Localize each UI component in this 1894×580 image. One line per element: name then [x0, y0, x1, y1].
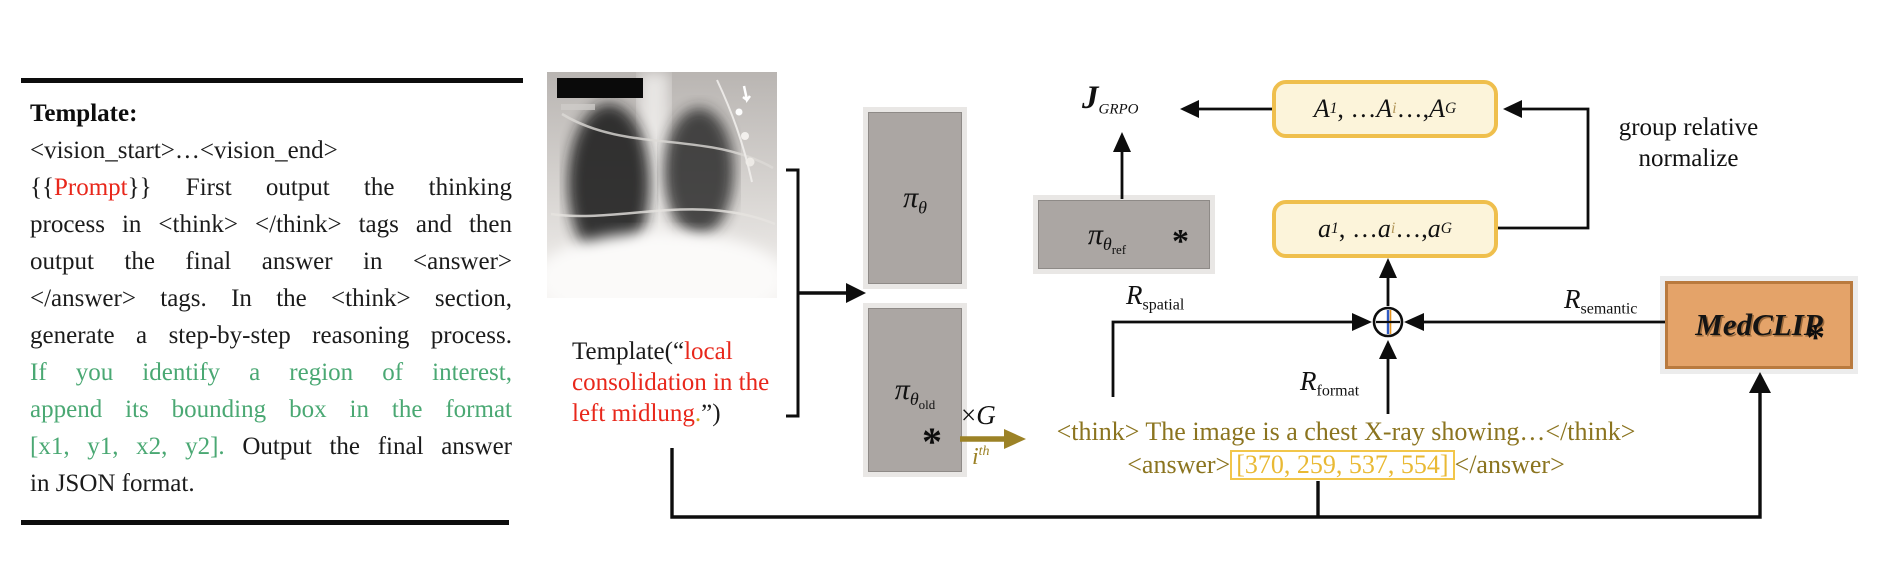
text-segment: </answer> [1454, 450, 1565, 479]
frozen-asterisk-medclip: * [1806, 317, 1825, 359]
pi-theta-label: πθ [903, 181, 927, 218]
arrow-format [1379, 340, 1397, 359]
policy-box-pi-theta-ref: πθref [1038, 200, 1210, 269]
text-segment: [x1, y1, x2, y2]. [30, 433, 225, 460]
output-answer-line: <answer>[370, 259, 537, 554]</answer> [1040, 450, 1652, 480]
text-segment: <answer> [1127, 450, 1231, 479]
output-think-line: <think> The image is a chest X-ray showi… [1056, 417, 1636, 446]
policy-box-pi-theta-old: πθold [868, 308, 962, 472]
input-caption: Template(“local consolidation in the lef… [572, 336, 774, 429]
text-segment: ”) [701, 400, 721, 427]
arrow-to-objective [1180, 100, 1199, 118]
pi-theta-old-label: πθold [894, 373, 936, 413]
plus-circle [1372, 306, 1404, 338]
text-segment: [370, 259, 537, 554] [1230, 450, 1455, 480]
text-segment: If you identify a region of interest, [30, 359, 512, 386]
template-line: output the final answer in <answer> [30, 243, 512, 280]
arrow-to-medclip [1749, 372, 1771, 393]
medclip-box: MedCLIP [1665, 281, 1853, 369]
text-segment: <vision_start>…<vision_end> [30, 137, 338, 164]
ith-sample-label: ith [972, 444, 990, 470]
template-line: [x1, y1, x2, y2]. Output the final answe… [30, 428, 512, 465]
text-segment: {{ [30, 174, 54, 201]
template-line: <vision_start>…<vision_end> [30, 132, 512, 169]
text-segment: Template: [30, 100, 138, 127]
text-segment: append its bounding box in the format [30, 396, 512, 423]
arrow-to-policies [846, 283, 866, 303]
input-brace [786, 168, 800, 418]
template-line: append its bounding box in the format [30, 391, 512, 428]
text-segment: in JSON format. [30, 470, 195, 497]
pi-theta-ref-label: πθref [1087, 217, 1127, 257]
times-g-label: ×G [961, 400, 996, 430]
template-line: process in <think> </think> tags and the… [30, 206, 512, 243]
template-rule-top [21, 78, 523, 83]
text-segment: output the final answer in <answer> [30, 248, 512, 275]
xray-redaction-bar [557, 78, 643, 98]
template-rule-bottom [21, 520, 509, 525]
template-line: {{Prompt}} First output the thinking [30, 169, 512, 206]
text-segment: process in <think> </think> tags and the… [30, 211, 512, 238]
medclip-label: MedCLIP [1695, 307, 1823, 342]
text-segment: Prompt [54, 174, 128, 201]
arrow-semantic [1404, 313, 1424, 331]
text-segment: generate a step-by-step reasoning proces… [30, 322, 512, 349]
text-segment: Output the final answer [224, 433, 512, 460]
text-segment: </answer> tags. In the <think> section, [30, 285, 512, 312]
sampled-output-text: <think> The image is a chest X-ray showi… [1040, 417, 1652, 480]
reward-spatial-label: Rspatial [1126, 280, 1185, 314]
reward-format-label: Rformat [1300, 366, 1360, 400]
template-panel: Template: <vision_start>…<vision_end> {{Pr… [30, 95, 512, 502]
normalize-path [1498, 107, 1590, 230]
frozen-asterisk-old: * [922, 419, 942, 464]
chest-xray-image [547, 72, 777, 298]
arrow-to-advantages [1503, 100, 1522, 118]
sample-arrowhead [1004, 429, 1026, 449]
arrow-spatial [1352, 313, 1372, 331]
template-line: If you identify a region of interest, [30, 354, 512, 391]
template-line: in JSON format. [30, 465, 512, 502]
arrow-sum-to-rewards [1379, 258, 1397, 278]
template-line: </answer> tags. In the <think> section, [30, 280, 512, 317]
arrow-ref-to-objective [1113, 132, 1131, 152]
policy-box-pi-theta: πθ [868, 112, 962, 284]
template-line: Template: [30, 95, 512, 132]
template-line: generate a step-by-step reasoning proces… [30, 317, 512, 354]
grpo-objective-label: JGRPO [1082, 80, 1139, 118]
reward-semantic-label: Rsemantic [1564, 284, 1638, 318]
text-segment: Template(“ [572, 338, 685, 365]
frozen-asterisk-ref: * [1172, 223, 1189, 260]
text-segment: }} First output the thinking [127, 174, 512, 201]
